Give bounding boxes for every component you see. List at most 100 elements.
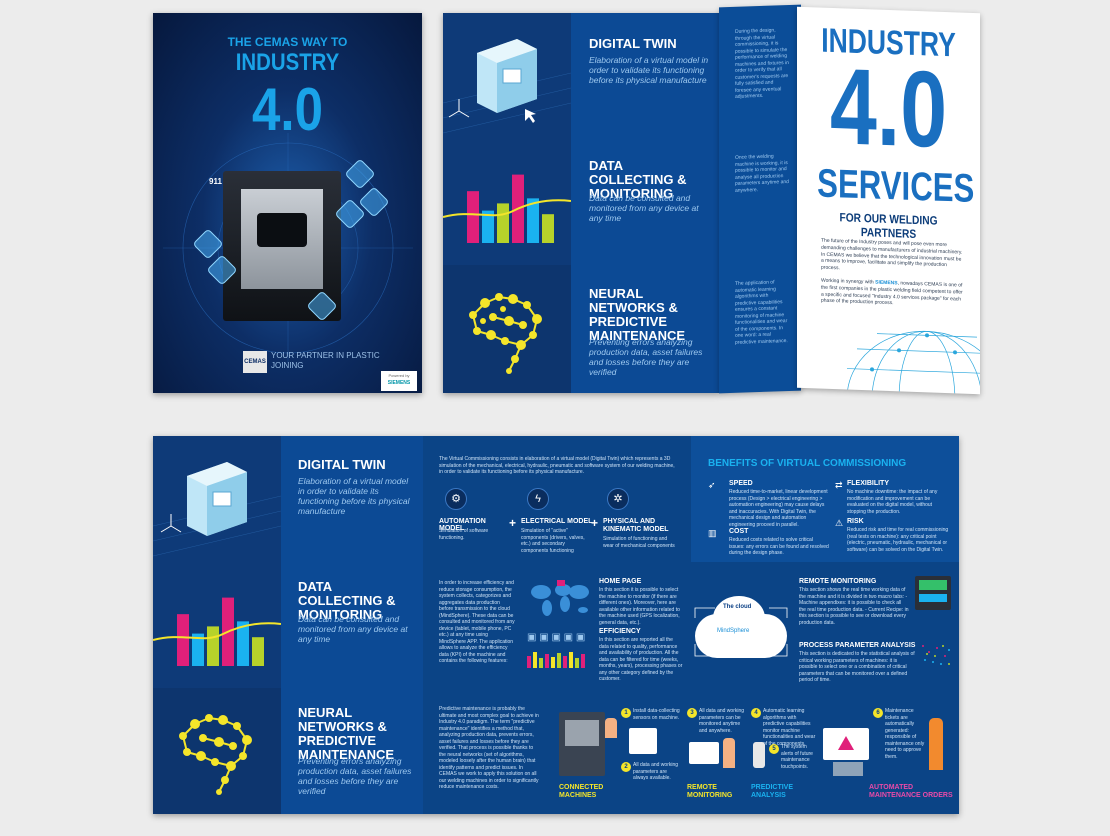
process-analysis-title: PROCESS PARAMETER ANALYSIS: [799, 642, 916, 649]
feature-title: DATA COLLECTING & MONITORING: [589, 158, 687, 201]
data-collecting-intro: In order to increase efficiency and redu…: [439, 580, 515, 664]
machine-badge: 911: [209, 177, 222, 186]
feature-description: Preventing errors analyzing production d…: [589, 337, 703, 377]
step-desc: Automatic learning algorithms with predi…: [763, 708, 816, 747]
bar-chart-illustration: [153, 562, 282, 688]
services-title-line2: 4.0: [829, 44, 948, 171]
feature-row-neural-networks: NEURAL NETWORKS & PREDICTIVE MAINTENANCE…: [443, 265, 719, 393]
gear-icon: ✲: [607, 488, 629, 510]
risk-icon: ⚠: [835, 518, 844, 528]
model-desc: Simulation of software functioning.: [439, 528, 489, 541]
decorative-bar: [252, 637, 264, 666]
speed-icon: ➶: [708, 480, 716, 490]
feature-title: DIGITAL TWIN: [589, 36, 677, 51]
decorative-bar: [192, 633, 204, 666]
section-title: DATA COLLECTING & MONITORING: [298, 579, 396, 622]
trend-line: [443, 199, 572, 218]
section-digital-twin: DIGITAL TWIN Elaboration of a virtual mo…: [153, 436, 959, 562]
feature-row-digital-twin: DIGITAL TWIN Elaboration of a virtual mo…: [443, 13, 719, 139]
services-page: INDUSTRY 4.0 SERVICES FOR OUR WELDING PA…: [797, 6, 980, 395]
step-desc: All data and working parameters can be m…: [699, 708, 745, 734]
cover-title-line1: INDUSTRY: [235, 49, 340, 76]
benefit-desc: Reduced costs related to solve critical …: [729, 537, 829, 556]
services-title-line3: SERVICES: [817, 161, 975, 211]
machine-row-icons: ▣ ▣ ▣ ▣ ▣: [527, 632, 586, 643]
benefit-desc: No machine downtime: the impact of any m…: [847, 489, 938, 515]
step-number: 6: [873, 708, 883, 718]
cover-tagline: YOUR PARTNER IN PLASTIC JOINING: [271, 351, 380, 370]
benefits-title: BENEFITS OF VIRTUAL COMMISSIONING: [708, 458, 907, 469]
phase-label: REMOTE MONITORING: [687, 784, 733, 799]
phase-label: PREDICTIVE ANALYSIS: [751, 784, 794, 799]
decorative-bar: [482, 210, 494, 243]
fold-paragraph: Once the welding machine is working, it …: [735, 153, 789, 194]
brain-network-illustration: [443, 265, 571, 393]
efficiency-desc: In this section are reported all the dat…: [599, 637, 683, 682]
decorative-bar: [467, 191, 479, 243]
decorative-bar: [527, 198, 539, 243]
section-title: DIGITAL TWIN: [298, 457, 386, 472]
step-desc: Maintenance tickets are automatically ge…: [885, 708, 925, 760]
efficiency-title: EFFICIENCY: [599, 628, 641, 635]
home-page-desc: In this section it is possible to select…: [599, 587, 680, 626]
section-title: NEURAL NETWORKS & PREDICTIVE MAINTENANCE: [298, 705, 395, 762]
trend-line: [153, 622, 282, 641]
inner-spread-bottom: DIGITAL TWIN Elaboration of a virtual mo…: [153, 436, 959, 814]
section-data-collecting: DATA COLLECTING & MONITORING Data can be…: [153, 562, 959, 688]
cloud-label: The cloud: [723, 604, 752, 610]
fold-paragraph: The application of automatic learning al…: [735, 279, 788, 346]
process-analysis-desc: This section is dedicated to the statist…: [799, 651, 915, 683]
step-number: 4: [751, 708, 761, 718]
section-description: Data can be consulted and monitored from…: [298, 614, 408, 644]
technician-figure: [929, 718, 943, 770]
remote-monitoring-desc: This section shows the real time working…: [799, 587, 909, 626]
welding-machine-illustration: 911: [209, 171, 341, 321]
model-title: ELECTRICAL MODEL: [521, 518, 593, 525]
section-neural-networks: NEURAL NETWORKS & PREDICTIVE MAINTENANCE…: [153, 688, 959, 814]
phase-label: AUTOMATED MAINTENANCE ORDERS: [869, 784, 953, 799]
model-title: AUTOMATION MODEL: [439, 518, 486, 532]
step-number: 1: [621, 708, 631, 718]
worker-figure: [605, 718, 617, 738]
automation-icon: ⚙: [445, 488, 467, 510]
decorative-bar: [207, 626, 219, 666]
benefit-title: COST: [729, 528, 749, 535]
home-page-title: HOME PAGE: [599, 578, 642, 585]
benefit-desc: Reduced risk and time for real commissio…: [847, 527, 949, 553]
step-desc: The system alerts of future maintenance …: [781, 744, 813, 770]
step-desc: All data and working parameters are alwa…: [633, 762, 679, 781]
feature-row-data-collecting: DATA COLLECTING & MONITORING Data can be…: [443, 139, 719, 265]
mindsphere-label: MindSphere: [717, 628, 750, 634]
section-description: Elaboration of a virtual model in order …: [298, 476, 410, 516]
digital-twin-illustration: [153, 436, 282, 562]
decorative-bar: [237, 621, 249, 666]
benefit-title: FLEXIBILITY: [847, 480, 889, 487]
plus-icon: +: [509, 516, 517, 530]
step-number: 3: [687, 708, 697, 718]
tablet-graphic: [629, 728, 657, 754]
plus-icon: +: [591, 516, 599, 530]
brochure-cover: THE CEMAS WAY TO INDUSTRY 4.0 911 CEMAS …: [153, 13, 422, 393]
benefit-title: SPEED: [729, 480, 753, 487]
world-map-graphic: [531, 580, 589, 616]
phase-label: CONNECTED MACHINES: [559, 784, 604, 799]
feature-description: Elaboration of a virtual model in order …: [589, 55, 709, 85]
worker-figure: [723, 738, 735, 768]
feature-description: Data can be consulted and monitored from…: [589, 193, 699, 223]
cost-icon: ▥: [708, 528, 717, 538]
cover-title-line2: 4.0: [252, 76, 323, 143]
remote-monitoring-title: REMOTE MONITORING: [799, 578, 877, 585]
desk-graphic: [833, 762, 863, 776]
section-description: Preventing errors analyzing production d…: [298, 756, 412, 796]
scatter-analysis-graphic: [922, 645, 950, 665]
globe-network-graphic: [846, 330, 980, 395]
cover-kicker: THE CEMAS WAY TO: [227, 35, 348, 49]
decorative-bar: [177, 614, 189, 666]
phone-graphic: [753, 742, 765, 768]
alert-screen-graphic: [823, 728, 869, 760]
dashboard-screen-graphic: [915, 576, 951, 610]
step-number: 5: [769, 744, 779, 754]
predictive-maintenance-intro: Predictive maintenance is probably the u…: [439, 706, 539, 790]
model-desc: Simulation of functioning and wear of me…: [603, 536, 675, 549]
connected-machine-graphic: [559, 712, 605, 776]
